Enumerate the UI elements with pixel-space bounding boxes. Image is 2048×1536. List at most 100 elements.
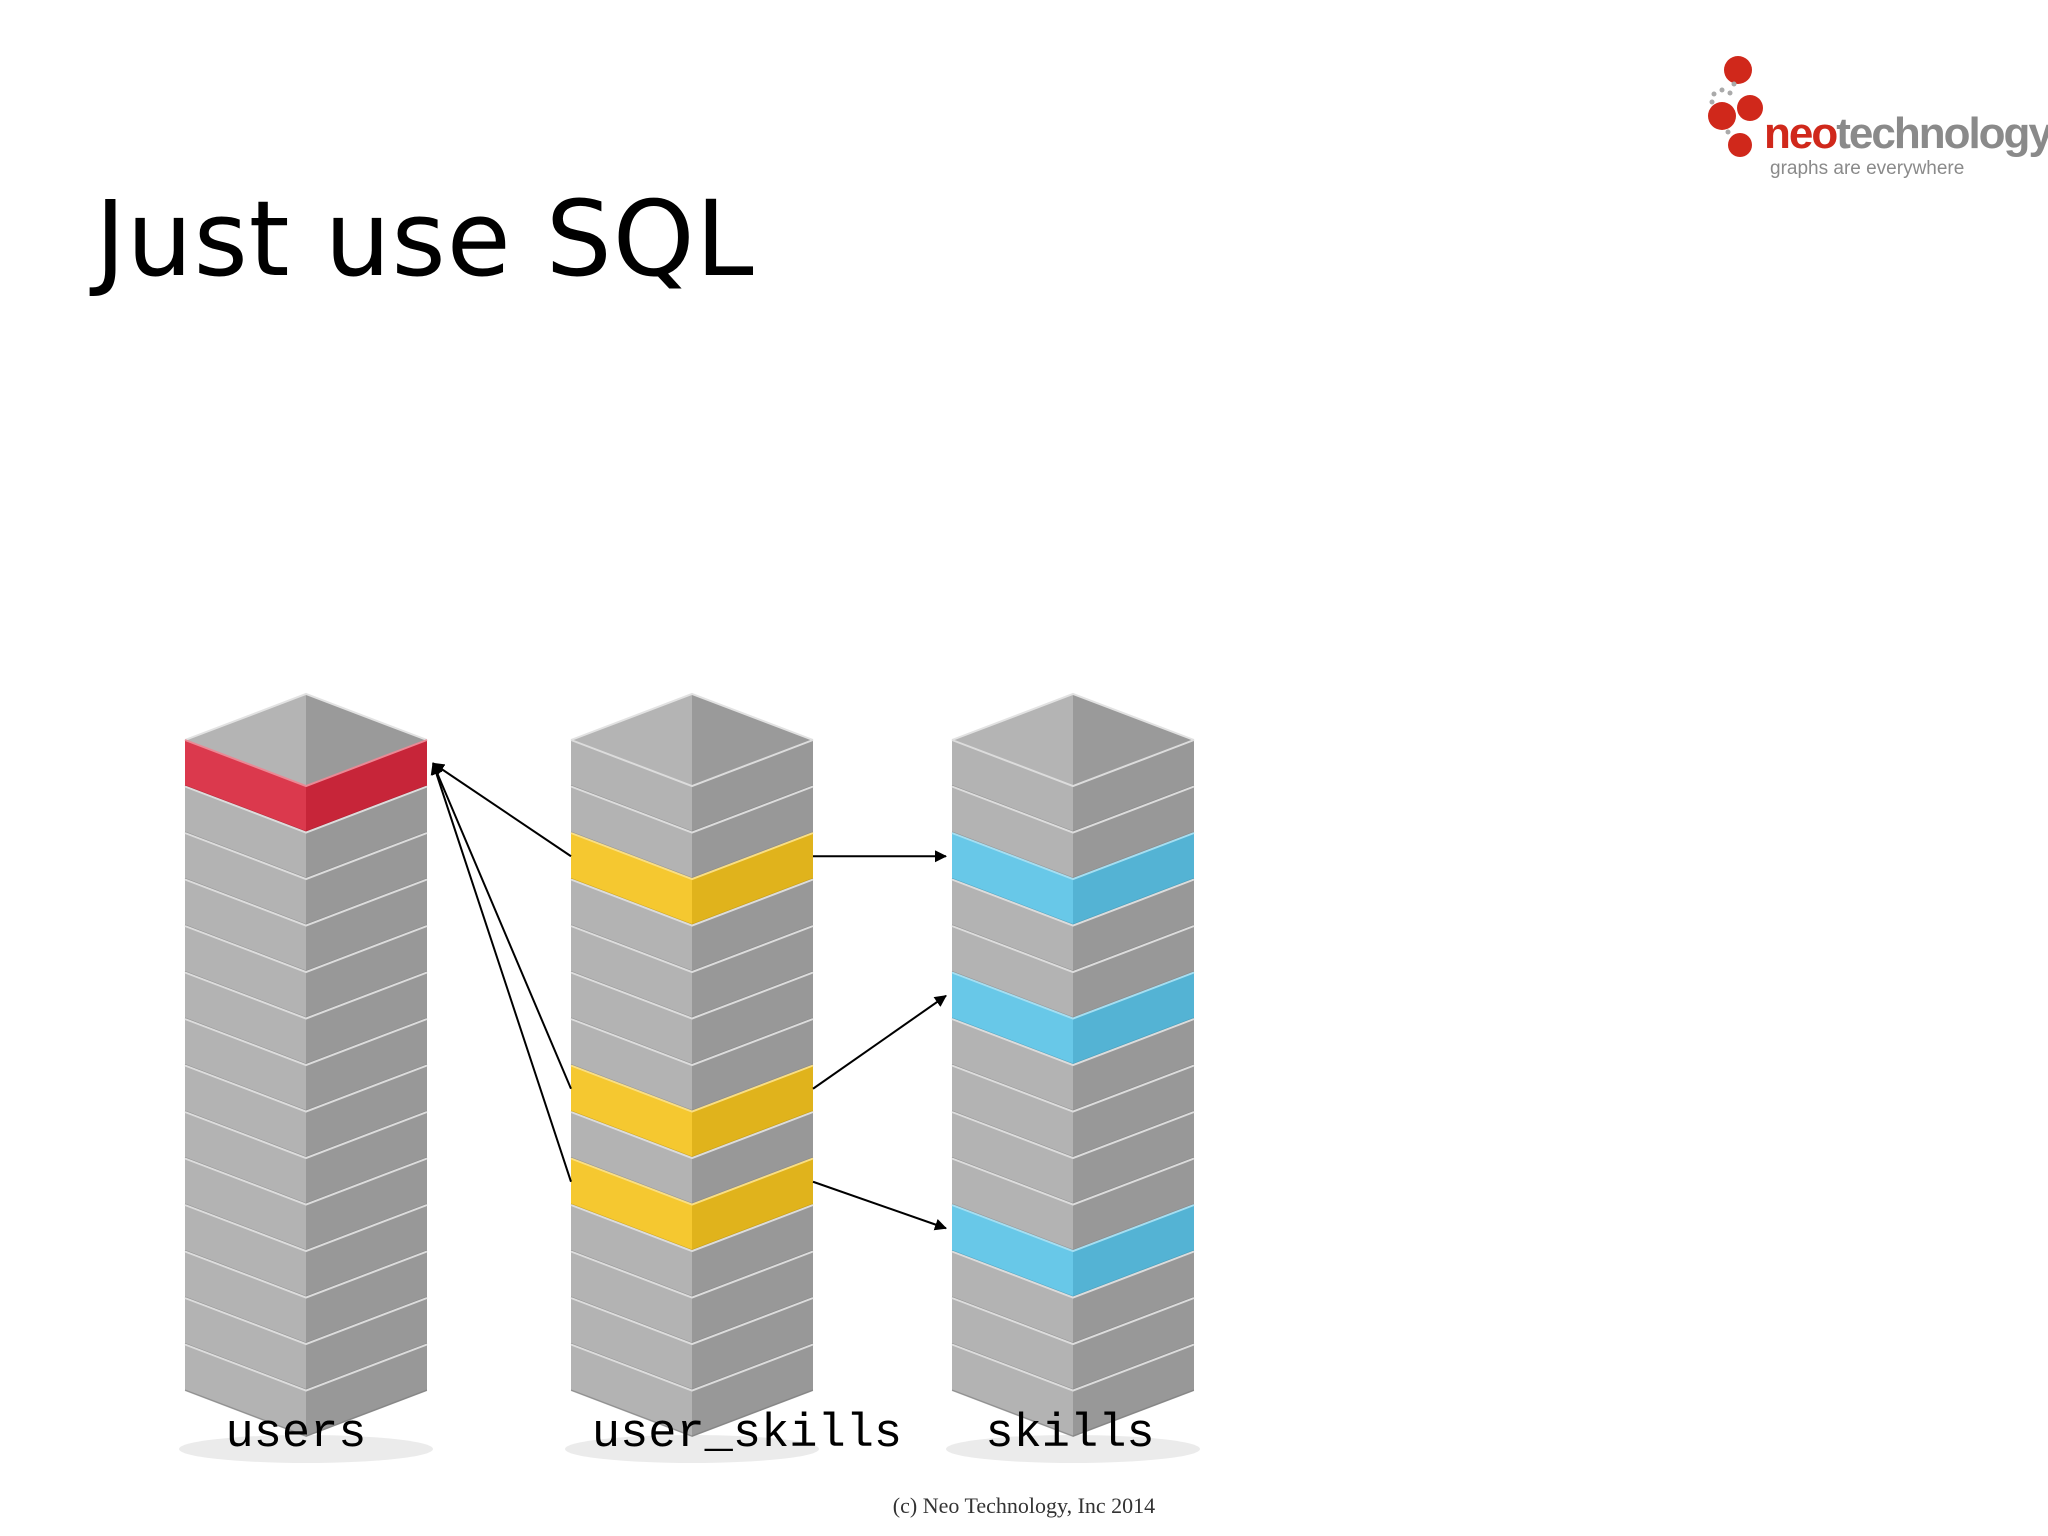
row-right-face xyxy=(306,833,427,926)
row-right-face xyxy=(306,1298,427,1391)
row-edge-highlight xyxy=(570,785,814,834)
row-edge-highlight xyxy=(184,1064,428,1113)
row-left-face xyxy=(185,879,306,972)
row-edge-highlight xyxy=(951,925,1195,974)
row-left-face xyxy=(571,1298,692,1391)
user-skills-table-stack xyxy=(565,692,819,1463)
row-right-face xyxy=(1073,1251,1194,1344)
row-edge-highlight xyxy=(570,1064,814,1113)
row-right-face xyxy=(306,1344,427,1437)
row-edge-highlight xyxy=(951,878,1195,927)
row-right-face xyxy=(1073,1112,1194,1205)
row-left-face xyxy=(952,1112,1073,1205)
row-left-face xyxy=(185,972,306,1065)
row-right-face xyxy=(306,1112,427,1205)
row-edge-highlight xyxy=(570,1018,814,1067)
row-right-face xyxy=(692,1298,813,1391)
row-right-face xyxy=(692,1158,813,1251)
row-edge-highlight xyxy=(570,1250,814,1299)
row-right-face xyxy=(692,972,813,1065)
row-left-face xyxy=(571,1065,692,1158)
row-edge-highlight xyxy=(570,878,814,927)
row-edge-highlight xyxy=(951,1250,1195,1299)
row-left-face xyxy=(571,833,692,926)
stack-cap-edge xyxy=(184,692,428,741)
users-table-label: users xyxy=(225,1408,367,1461)
row-left-face xyxy=(571,1251,692,1344)
row-left-face xyxy=(571,926,692,1019)
row-edge-highlight xyxy=(951,1343,1195,1392)
row-right-face xyxy=(692,1251,813,1344)
stack-cap-left xyxy=(571,694,692,786)
row-edge-highlight xyxy=(951,1157,1195,1206)
row-right-face xyxy=(306,1065,427,1158)
row-left-face xyxy=(952,1158,1073,1251)
table-row xyxy=(184,1343,428,1437)
row-left-face xyxy=(571,1158,692,1251)
row-left-face xyxy=(571,972,692,1065)
row-edge-highlight xyxy=(570,1111,814,1160)
row-right-face xyxy=(1073,1298,1194,1391)
row-left-face xyxy=(952,833,1073,926)
row-right-face xyxy=(306,1019,427,1112)
row-left-face xyxy=(185,1205,306,1298)
user-skills-table-label: user_skills xyxy=(591,1408,903,1461)
row-left-face xyxy=(185,740,306,833)
row-right-face xyxy=(692,879,813,972)
stack-shadow xyxy=(179,1435,433,1463)
table-row-highlighted xyxy=(570,1064,814,1158)
row-right-face xyxy=(692,740,813,833)
row-edge-highlight xyxy=(184,1204,428,1253)
row-right-face xyxy=(1073,1019,1194,1112)
row-left-face xyxy=(571,1205,692,1298)
row-right-face xyxy=(306,786,427,879)
row-left-face xyxy=(185,1344,306,1437)
stack-cap-left xyxy=(952,694,1073,786)
row-edge-highlight xyxy=(570,971,814,1020)
row-right-face xyxy=(692,926,813,1019)
row-right-face xyxy=(692,1019,813,1112)
row-left-face xyxy=(952,1344,1073,1437)
row-right-face xyxy=(1073,926,1194,1019)
row-left-face xyxy=(185,1298,306,1391)
row-edge-highlight xyxy=(184,1157,428,1206)
row-edge-highlight xyxy=(570,739,814,788)
row-right-face xyxy=(692,1344,813,1437)
row-edge-highlight xyxy=(951,1297,1195,1346)
logo-wordmark: neotechnology xyxy=(1764,112,2048,156)
copyright-footer: (c) Neo Technology, Inc 2014 xyxy=(892,1493,1156,1518)
logo-tagline: graphs are everywhere xyxy=(1770,158,1965,179)
row-edge-highlight xyxy=(184,1343,428,1392)
row-right-face xyxy=(692,1065,813,1158)
table-row xyxy=(951,1343,1195,1437)
row-right-face xyxy=(306,1205,427,1298)
stack-cap-right xyxy=(692,694,813,786)
relationship-arrow xyxy=(432,762,572,858)
row-left-face xyxy=(185,1158,306,1251)
row-left-face xyxy=(185,786,306,879)
row-left-face xyxy=(952,1065,1073,1158)
row-right-face xyxy=(306,879,427,972)
row-edge-highlight xyxy=(184,739,428,788)
row-edge-highlight xyxy=(184,1018,428,1067)
row-left-face xyxy=(952,926,1073,1019)
row-edge-highlight xyxy=(184,1250,428,1299)
row-right-face xyxy=(306,926,427,1019)
row-left-face xyxy=(571,740,692,833)
logo-neo: neo xyxy=(1764,109,1838,158)
row-edge-highlight xyxy=(570,1204,814,1253)
slide-title: Just use SQL xyxy=(95,178,755,300)
row-edge-shadow xyxy=(951,1389,1195,1437)
row-right-face xyxy=(1073,879,1194,972)
row-left-face xyxy=(952,1251,1073,1344)
row-edge-highlight xyxy=(184,1297,428,1346)
row-left-face xyxy=(952,1205,1073,1298)
skills-table-label: skills xyxy=(985,1408,1155,1461)
row-right-face xyxy=(1073,740,1194,833)
row-left-face xyxy=(571,1112,692,1205)
table-row xyxy=(570,1018,814,1112)
row-edge-highlight xyxy=(951,971,1195,1020)
row-right-face xyxy=(1073,972,1194,1065)
neo-technology-logo: neotechnology graphs are everywhere xyxy=(1700,40,2048,190)
table-row xyxy=(184,1204,428,1298)
